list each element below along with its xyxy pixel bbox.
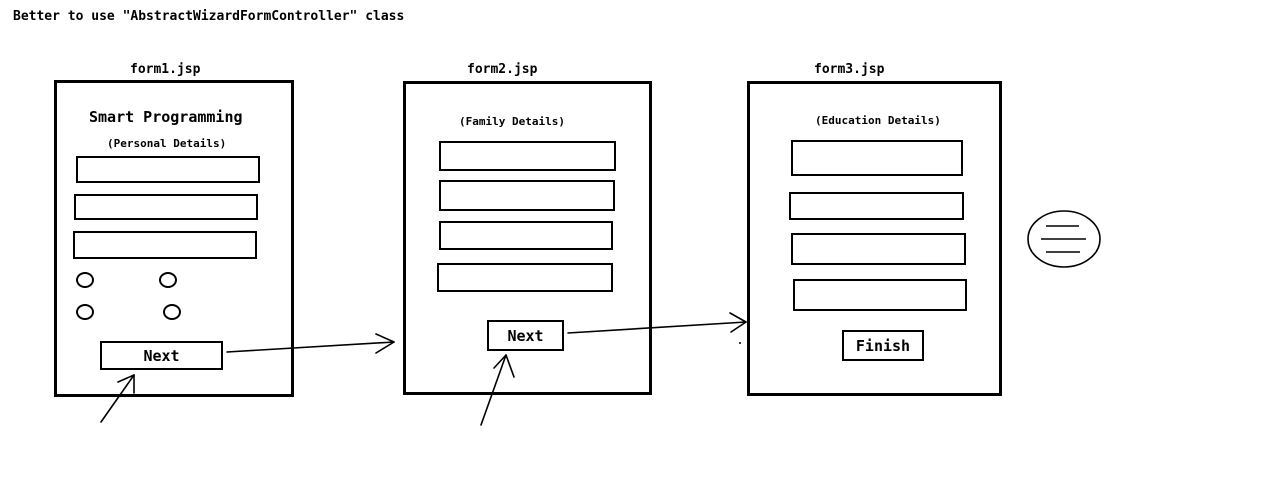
arrowhead-form2-to-form3 xyxy=(729,312,747,333)
form1-title: Smart Programming xyxy=(89,108,243,126)
form3-field-2[interactable] xyxy=(789,192,964,220)
arrowhead-form1-to-form2 xyxy=(375,333,395,354)
form2-subtitle: (Family Details) xyxy=(459,115,565,128)
form1-subtitle: (Personal Details) xyxy=(107,137,227,150)
form3-field-4[interactable] xyxy=(793,279,967,311)
form2-caption: form2.jsp xyxy=(467,62,538,77)
pointer-arrowhead-form2 xyxy=(493,354,515,378)
form3-finish-button[interactable]: Finish xyxy=(842,330,924,361)
form1-radio-2[interactable] xyxy=(159,272,177,288)
form2-next-button[interactable]: Next xyxy=(487,320,564,351)
form3-subtitle: (Education Details) xyxy=(815,114,941,127)
form1-field-2[interactable] xyxy=(74,194,258,220)
pointer-arrow-form2 xyxy=(480,354,507,426)
diagram-note: Better to use "AbstractWizardFormControl… xyxy=(13,9,405,24)
pointer-arrow-form1 xyxy=(100,374,135,423)
form1-radio-3[interactable] xyxy=(76,304,94,320)
form2-field-4[interactable] xyxy=(437,263,613,292)
pointer-arrowhead-form1 xyxy=(117,374,135,394)
form2-field-2[interactable] xyxy=(439,180,615,211)
form1-field-1[interactable] xyxy=(76,156,260,183)
form1-caption: form1.jsp xyxy=(130,62,201,77)
arrow-form1-to-form2 xyxy=(226,341,395,353)
stray-dot xyxy=(739,342,741,344)
form3-field-1[interactable] xyxy=(791,140,963,176)
arrow-form2-to-form3 xyxy=(567,321,747,334)
form1-field-3[interactable] xyxy=(73,231,257,259)
form1-next-button[interactable]: Next xyxy=(100,341,223,370)
hamburger-menu-icon xyxy=(1027,210,1101,268)
form3-field-3[interactable] xyxy=(791,233,966,265)
form1-radio-4[interactable] xyxy=(163,304,181,320)
form3-caption: form3.jsp xyxy=(814,62,885,77)
form2-field-1[interactable] xyxy=(439,141,616,171)
form2-field-3[interactable] xyxy=(439,221,613,250)
form1-radio-1[interactable] xyxy=(76,272,94,288)
